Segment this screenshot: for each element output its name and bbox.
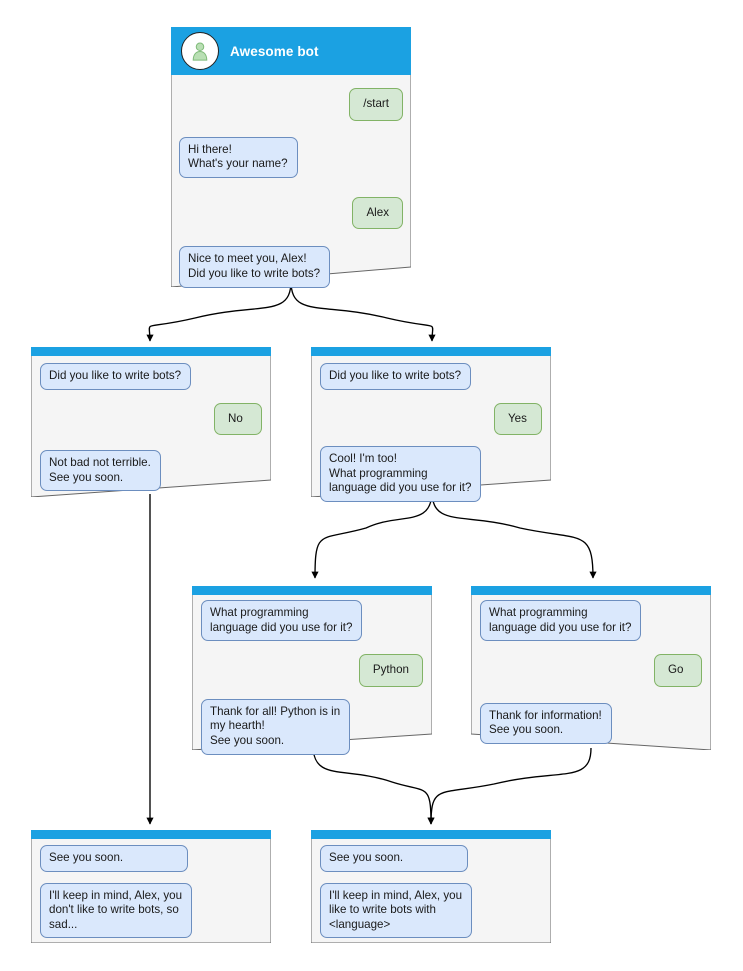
edge-python-to-endyes <box>312 744 435 825</box>
node-end-no[interactable]: See you soon. I'll keep in mind, Alex, y… <box>31 830 271 943</box>
message-row: Did you like to write bots? <box>40 363 262 390</box>
user-bubble: /start <box>349 88 403 121</box>
end-yes-chat-area: See you soon. I'll keep in mind, Alex, y… <box>311 839 551 939</box>
message-row: See you soon. <box>320 845 542 872</box>
bot-bubble: Thank for all! Python is in my hearth! S… <box>201 698 351 755</box>
bot-bubble: See you soon. <box>320 845 468 872</box>
bot-bubble: Hi there! What's your name? <box>179 136 298 178</box>
message-row: Hi there! What's your name? <box>179 136 403 178</box>
message-row: /start <box>179 88 403 121</box>
message-row: Thank for all! Python is in my hearth! S… <box>201 698 423 755</box>
node-yes-branch[interactable]: Did you like to write bots? Yes Cool! I'… <box>311 347 551 502</box>
user-bubble: Go <box>654 654 702 687</box>
root-titlebar: Awesome bot <box>171 27 411 75</box>
root-chat-area: /start Hi there! What's your name? Alex … <box>171 75 411 288</box>
no-branch-titlebar <box>31 347 271 356</box>
message-row: Not bad not terrible. See you soon. <box>40 450 262 492</box>
message-row: I'll keep in mind, Alex, you like to wri… <box>320 882 542 939</box>
node-root[interactable]: Awesome bot /start Hi there! What's your… <box>171 27 411 288</box>
bot-bubble: Nice to meet you, Alex! Did you like to … <box>179 246 331 288</box>
bot-bubble: I'll keep in mind, Alex, you don't like … <box>40 882 193 939</box>
bot-name-label: Awesome bot <box>230 43 319 59</box>
bot-bubble: What programming language did you use fo… <box>201 600 363 642</box>
bot-bubble: Did you like to write bots? <box>40 363 192 390</box>
edge-root-to-no <box>146 280 292 342</box>
message-row: I'll keep in mind, Alex, you don't like … <box>40 882 262 939</box>
bot-bubble: Did you like to write bots? <box>320 363 472 390</box>
bot-bubble: What programming language did you use fo… <box>480 600 642 642</box>
user-bubble: No <box>214 402 262 436</box>
bot-bubble: I'll keep in mind, Alex, you like to wri… <box>320 882 473 939</box>
yes-branch-chat-area: Did you like to write bots? Yes Cool! I'… <box>311 356 551 502</box>
bot-bubble: Not bad not terrible. See you soon. <box>40 450 161 492</box>
message-row: Python <box>201 654 423 687</box>
edge-yes-to-python <box>311 490 433 579</box>
user-avatar-icon <box>181 32 219 70</box>
user-bubble: Python <box>358 654 423 687</box>
end-no-chat-area: See you soon. I'll keep in mind, Alex, y… <box>31 839 271 939</box>
message-row: Did you like to write bots? <box>320 363 542 390</box>
bot-bubble: See you soon. <box>40 845 188 872</box>
message-row: Alex <box>179 196 403 230</box>
python-branch-chat-area: What programming language did you use fo… <box>192 595 432 755</box>
edge-root-to-yes <box>290 280 436 342</box>
message-row: Yes <box>320 402 542 436</box>
message-row: Nice to meet you, Alex! Did you like to … <box>179 246 403 288</box>
message-row: What programming language did you use fo… <box>480 600 702 642</box>
message-row: Thank for information! See you soon. <box>480 702 702 744</box>
go-branch-chat-area: What programming language did you use fo… <box>471 595 711 744</box>
user-bubble: Alex <box>352 196 403 230</box>
user-bubble: Yes <box>494 402 542 436</box>
yes-branch-titlebar <box>311 347 551 356</box>
message-row: No <box>40 402 262 436</box>
node-python-branch[interactable]: What programming language did you use fo… <box>192 586 432 755</box>
end-yes-titlebar <box>311 830 551 839</box>
bot-bubble: Thank for information! See you soon. <box>480 702 612 744</box>
message-row: Cool! I'm too! What programming language… <box>320 446 542 502</box>
node-go-branch[interactable]: What programming language did you use fo… <box>471 586 711 750</box>
message-row: Go <box>480 654 702 687</box>
node-no-branch[interactable]: Did you like to write bots? No Not bad n… <box>31 347 271 497</box>
end-no-titlebar <box>31 830 271 839</box>
python-branch-titlebar <box>192 586 432 595</box>
go-branch-titlebar <box>471 586 711 595</box>
edge-go-to-endyes <box>427 747 592 825</box>
message-row: What programming language did you use fo… <box>201 600 423 642</box>
bot-bubble: Cool! I'm too! What programming language… <box>320 446 482 502</box>
node-end-yes[interactable]: See you soon. I'll keep in mind, Alex, y… <box>311 830 551 943</box>
edge-yes-to-go <box>431 490 597 579</box>
no-branch-chat-area: Did you like to write bots? No Not bad n… <box>31 356 271 492</box>
message-row: See you soon. <box>40 845 262 872</box>
